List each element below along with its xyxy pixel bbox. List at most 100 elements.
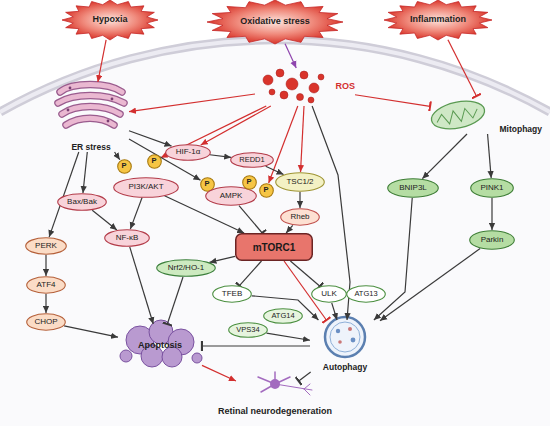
node-label: mTORC1 [253,242,296,253]
signal-ellipse: Rheb [280,208,320,226]
node-ellipse [105,230,150,247]
upr-ellipse: PERK [25,237,67,255]
autophagy-ellipse: ATG13 [346,285,386,303]
cargo-dot [351,338,356,343]
autophagosome-icon [325,317,365,357]
node-ellipse [470,231,515,250]
ribosome-dot [69,87,72,90]
activation-arrow [209,256,235,262]
organelle-node: ER stress [53,82,129,152]
activation-arrow [301,106,304,172]
activation-arrow [45,255,46,276]
activation-arrow [488,134,492,178]
node-label: AMPK [220,192,243,201]
cargo-dot [336,329,340,333]
node-label: Autophagy [323,363,367,372]
phospho-circle: P [147,154,162,169]
burst-shape [384,0,492,40]
neuron-icon [258,372,312,395]
activation-arrow [130,197,142,229]
node-ellipse [259,183,273,197]
upr-ellipse: ATF4 [26,276,66,294]
phospho-circle: P [242,175,257,190]
er-cisterna [62,107,120,115]
er-icon [58,85,124,126]
er-cisterna [60,85,122,93]
apoptotic-body [192,353,202,363]
ros-dots [263,69,324,103]
node-label: ER stress [71,143,110,152]
node-ellipse [206,187,257,206]
node-ellipse [213,286,252,303]
node-ellipse [200,177,214,191]
burst-shape [207,0,343,44]
node-label: Rheb [290,213,309,222]
node-ellipse [276,173,325,192]
node-ellipse [347,286,386,303]
node-label: ATG14 [271,312,294,320]
node-ellipse [147,154,161,168]
activation-arrow [252,296,319,320]
er-cisterna [62,107,120,115]
ribosome-dot [111,98,114,101]
signal-ellipse: REDD1 [230,152,274,168]
ros-dot [308,97,314,103]
activation-arrow [422,134,467,179]
ros-dot [318,74,324,80]
node-label: TSC1/2 [286,178,313,187]
node-label: P [246,178,251,186]
cell-interior [0,40,550,426]
ros-dot [263,75,273,85]
node-ellipse [281,209,320,226]
phospho-circle: P [259,183,274,198]
er-cisterna [58,96,124,104]
activation-arrow [285,44,296,68]
node-label: BNIP3L [399,184,427,193]
node-ellipse [312,286,347,303]
activation-arrow [286,225,293,233]
node-label: PI3K/AKT [128,183,163,192]
node-label: PERK [35,242,57,251]
er-cisterna [66,118,114,125]
node-ellipse [27,277,66,294]
node-label: NF-κB [116,234,139,243]
mitochondrion-icon [429,97,487,134]
activation-arrow [115,152,120,160]
cargo-dot [338,340,342,344]
axon [275,384,312,395]
node-label: P [204,180,209,188]
mitophagy-ellipse: PINK1 [470,178,514,198]
ros-dot [309,83,319,93]
activation-arrow [269,106,298,183]
apoptotic-body [120,350,132,362]
activation-arrow [130,247,154,324]
hub-box: mTORC1 [235,233,313,261]
inhibition-line [239,261,261,286]
activation-arrow [266,333,310,340]
node-label: Oxidative stress [240,17,310,27]
node-ellipse [388,179,439,198]
outcome-node: Apoptosis [118,324,202,368]
autophagy-ellipse: TFEB [212,285,252,303]
activation-arrow [129,94,255,112]
node-label: REDD1 [239,156,264,164]
ros-dot [297,94,304,101]
outcome-node: Retinal neurodegeneration [200,381,350,417]
activation-arrow [299,192,300,208]
activation-arrow [210,155,231,158]
node-ellipse [264,309,303,324]
cargo-dot [348,327,352,331]
node-ellipse [166,144,211,160]
outcome-node: Autophagy [310,320,380,372]
node-label: Nrf2/HO-1 [168,264,204,273]
node-label: PINK1 [480,184,503,193]
signal-ellipse: TSC1/2 [275,172,325,192]
mitophagy-ellipse: Parkin [469,230,515,250]
node-label: Hypoxia [92,15,127,25]
node-label: Apoptosis [138,341,182,351]
er-cisterna [58,96,124,104]
ros-dot [269,89,275,95]
node-ellipse [27,314,66,331]
